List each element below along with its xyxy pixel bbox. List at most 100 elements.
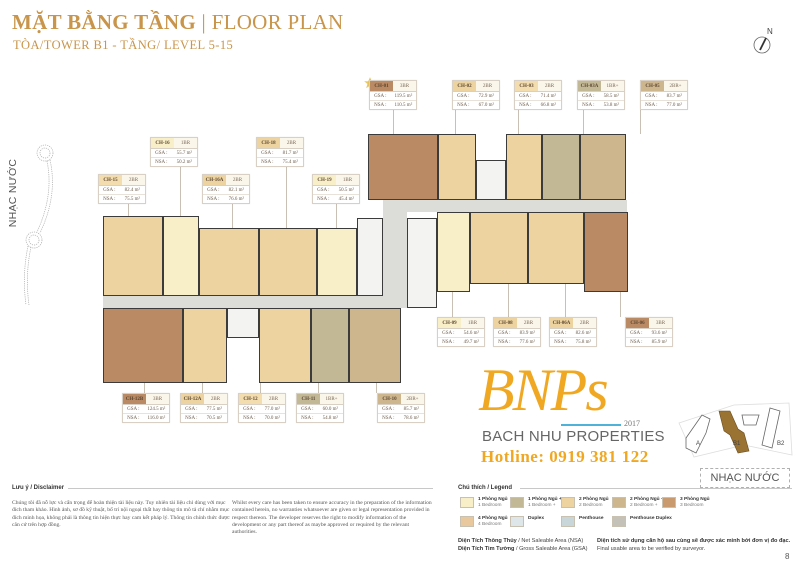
gsa-value: 119.5 m²: [394, 93, 413, 99]
central-corridor: [383, 200, 407, 308]
unit-ch-15[interactable]: [103, 216, 163, 296]
unit-type: 2BR: [573, 318, 596, 328]
title-en: FLOOR PLAN: [211, 10, 344, 34]
gsa-value: 82.4 m²: [124, 187, 141, 193]
nsa-value: 67.0 m²: [478, 103, 495, 108]
legend-swatch: [561, 497, 575, 508]
gsa-label: GSA :: [582, 93, 595, 99]
unit-ch-01[interactable]: [368, 134, 438, 200]
leader-line: [518, 107, 519, 134]
unit-code: CH-11: [297, 394, 320, 404]
keymap-tower-a: A: [696, 441, 700, 447]
leader-line: [640, 107, 641, 134]
keymap-river-label: NHẠC NƯỚC: [700, 468, 790, 488]
gsa-value: 58.5 m²: [603, 93, 620, 99]
unit-ch-19[interactable]: [317, 228, 357, 296]
leader-line: [455, 107, 456, 134]
unit-ch-12a[interactable]: [183, 308, 227, 383]
unit-code: CH-15: [99, 175, 122, 185]
gsa-label: GSA :: [301, 406, 314, 412]
unit-ch-02[interactable]: [438, 134, 476, 200]
nsa-label: NSA :: [582, 103, 595, 108]
nsa-label: NSA :: [207, 197, 220, 202]
nsa-value: 110.5 m²: [394, 103, 413, 108]
legend-swatch: [510, 516, 524, 527]
unit-ch-05[interactable]: [580, 134, 626, 200]
gsa-label: GSA :: [207, 187, 220, 193]
leader-line: [318, 383, 319, 393]
nsa-value: 50.2 m²: [176, 160, 193, 165]
unit-ch-09[interactable]: [437, 212, 470, 292]
nsa-value: 85.9 m²: [651, 340, 668, 345]
gsa-value: 72.9 m²: [478, 93, 495, 99]
page-subtitle: TÒA/TOWER B1 - TẦNG/ LEVEL 5-15: [13, 38, 234, 52]
unit-code: CH-12A: [181, 394, 204, 404]
legend-divider: [520, 488, 792, 489]
legend-label-en: 1 Bedroom: [478, 503, 502, 508]
unit-ch-08[interactable]: [470, 212, 528, 284]
leader-line: [376, 383, 377, 393]
unit-code: CH-16: [151, 138, 174, 148]
nsa-label: NSA :: [301, 416, 314, 421]
unit-type: 1BR+: [601, 81, 624, 91]
hotline[interactable]: Hotline: 0919 381 122: [481, 447, 649, 466]
page-number: 8: [785, 552, 790, 561]
unit-code: CH-09: [438, 318, 461, 328]
river-label-text: NHẠC NƯỚC: [7, 158, 19, 228]
unit-ch-03[interactable]: [506, 134, 542, 200]
nsa-value: 53.8 m²: [603, 103, 620, 108]
gsa-value: 77.0 m²: [264, 406, 281, 412]
gsa-definition-vi: Diện Tích Tim Tường: [458, 545, 515, 552]
disclaimer-en: Whilst every care has been taken to ensu…: [232, 500, 432, 536]
keymap-tower-b1: B1: [733, 441, 741, 447]
river-path-icon: [24, 144, 54, 305]
unit-ch-03a[interactable]: [542, 134, 580, 200]
nsa-label: NSA :: [630, 340, 643, 345]
unit-ch-16[interactable]: [163, 216, 199, 296]
north-compass-icon: N: [753, 27, 773, 54]
unit-ch-10[interactable]: [349, 308, 401, 383]
unit-ch-06a[interactable]: [528, 212, 584, 284]
unit-type: 2BR: [226, 175, 249, 185]
gsa-label: GSA :: [645, 93, 658, 99]
gsa-value: 71.4 m²: [540, 93, 557, 99]
leader-line: [393, 107, 394, 134]
unit-ch-11[interactable]: [311, 308, 349, 383]
legend-heading: Chú thích / Legend: [458, 485, 512, 491]
unit-ch-12b[interactable]: [103, 308, 183, 383]
unit-ch-16a[interactable]: [199, 228, 259, 296]
verification-note-vi: Diện tích sử dụng căn hộ sau cùng sẽ đượ…: [597, 538, 791, 544]
unit-code: CH-02: [453, 81, 476, 91]
legend-label-en: 3 Bedroom: [680, 503, 704, 508]
disclaimer-vi: Chúng tôi đã nỗ lực và cẩn trọng để hoàn…: [12, 500, 230, 528]
unit-ch-18[interactable]: [259, 228, 317, 296]
unit-code: CH-06: [626, 318, 649, 328]
leader-line: [128, 204, 129, 216]
gsa-label: GSA :: [382, 406, 395, 412]
unit-ch-12[interactable]: [259, 308, 311, 383]
nsa-value: 76.6 m²: [228, 197, 245, 202]
gsa-label: GSA :: [185, 406, 198, 412]
gsa-label: GSA :: [457, 93, 470, 99]
unit-ch-06[interactable]: [584, 212, 628, 292]
